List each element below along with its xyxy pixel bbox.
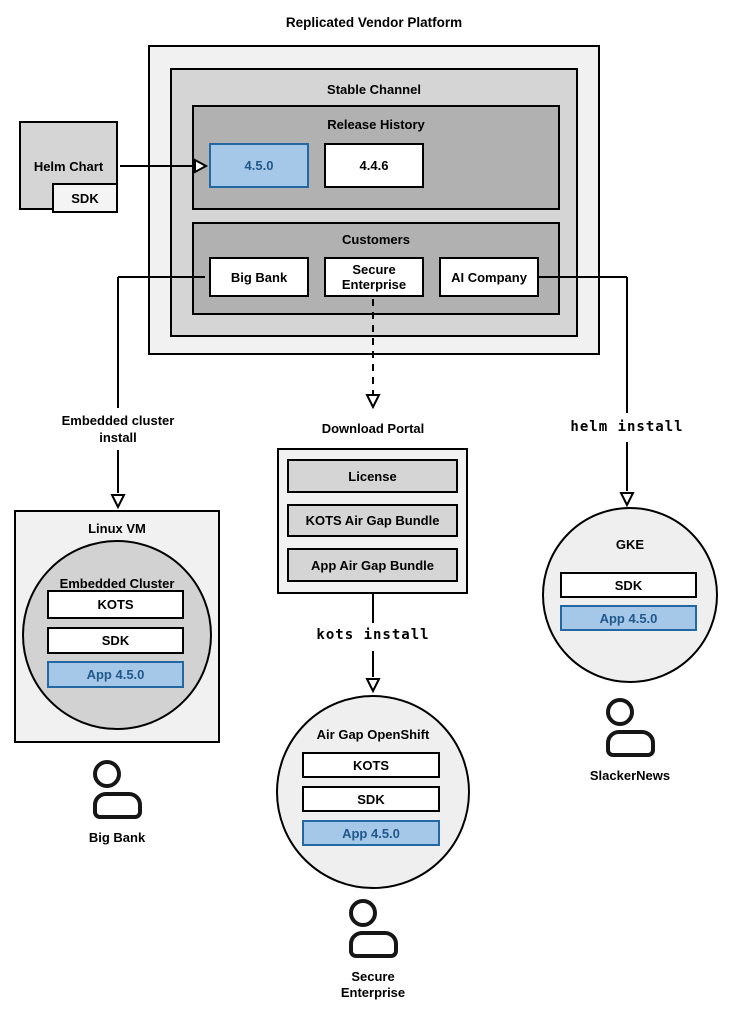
sdk-label: SDK (614, 577, 643, 593)
app-chip: App 4.5.0 (560, 605, 697, 631)
license-label: License (348, 468, 397, 484)
person-label: Big Bank (88, 830, 146, 845)
sdk-chip: SDK (47, 627, 184, 654)
release-version: 4.4.6 (359, 158, 389, 173)
helm-chart-box: Helm Chart SDK (19, 121, 118, 213)
embedded-cluster-circle: Embedded Cluster KOTS SDK App 4.5.0 (22, 540, 212, 730)
download-portal-label: Download Portal (321, 421, 425, 436)
kots-airgap-bundle-chip: KOTS Air Gap Bundle (287, 504, 458, 537)
person-head-icon (605, 698, 634, 726)
vendor-platform-box: Stable Channel Release History 4.5.0 4.4… (148, 45, 600, 355)
air-gap-openshift-circle: Air Gap OpenShift KOTS SDK App 4.5.0 (276, 695, 470, 889)
stable-channel-box: Stable Channel Release History 4.5.0 4.4… (170, 68, 578, 337)
customer-chip-big-bank: Big Bank (209, 257, 309, 297)
gke-label: GKE (615, 537, 645, 552)
linux-vm-box: Linux VM Embedded Cluster KOTS SDK App 4… (14, 510, 220, 743)
person-icon (348, 899, 398, 958)
person-label: Secure Enterprise (340, 969, 406, 1000)
stable-channel-label: Stable Channel (327, 82, 421, 97)
helm-chart-label: Helm Chart (33, 159, 104, 174)
edge-label-kots-install: kots install (316, 627, 430, 643)
license-chip: License (287, 459, 458, 493)
release-history-box: Release History 4.5.0 4.4.6 (192, 105, 560, 210)
release-version: 4.5.0 (244, 158, 274, 173)
air-gap-openshift-label: Air Gap OpenShift (316, 727, 430, 742)
person-head-icon (348, 899, 377, 927)
sdk-chip: SDK (560, 572, 697, 598)
person-icon (92, 760, 142, 819)
kots-airgap-bundle-label: KOTS Air Gap Bundle (305, 513, 440, 528)
release-history-label: Release History (327, 117, 425, 132)
app-airgap-bundle-chip: App Air Gap Bundle (287, 548, 458, 582)
app-chip: App 4.5.0 (302, 820, 440, 846)
person-slackernews: SlackerNews (560, 698, 700, 784)
app-label: App 4.5.0 (599, 610, 658, 626)
release-chip-4-5-0: 4.5.0 (209, 143, 309, 188)
linux-vm-label: Linux VM (88, 521, 146, 536)
edge-label-embedded-cluster-install: Embedded cluster install (61, 413, 175, 445)
kots-label: KOTS (97, 597, 134, 612)
kots-chip: KOTS (302, 752, 440, 778)
embedded-cluster-label: Embedded Cluster (59, 576, 175, 591)
gke-circle: GKE SDK App 4.5.0 (542, 507, 718, 683)
customers-box: Customers Big Bank Secure Enterprise AI … (192, 222, 560, 315)
download-portal-box: License KOTS Air Gap Bundle App Air Gap … (277, 448, 468, 594)
customer-name: AI Company (451, 269, 527, 285)
app-label: App 4.5.0 (86, 667, 145, 682)
release-chip-4-4-6: 4.4.6 (324, 143, 424, 188)
diagram-title: Replicated Vendor Platform (285, 15, 463, 30)
arrowhead-down-icon (365, 394, 381, 410)
customers-label: Customers (342, 232, 410, 247)
arrowhead-down-icon (619, 492, 635, 508)
arrowhead-down-icon (365, 678, 381, 694)
person-secure-enterprise: Secure Enterprise (303, 899, 443, 1001)
app-airgap-bundle-label: App Air Gap Bundle (310, 557, 435, 573)
person-body-icon (605, 730, 655, 757)
person-body-icon (92, 792, 142, 819)
sdk-label: SDK (101, 633, 130, 648)
customer-name: Secure Enterprise (341, 262, 407, 292)
person-icon (605, 698, 655, 757)
sdk-label: SDK (357, 791, 385, 807)
person-label: SlackerNews (589, 768, 671, 783)
customer-chip-ai-company: AI Company (439, 257, 539, 297)
sdk-label: SDK (71, 190, 99, 206)
person-body-icon (348, 931, 398, 958)
sdk-chip: SDK (302, 786, 440, 812)
arrowhead-down-icon (110, 494, 126, 510)
person-big-bank: Big Bank (47, 760, 187, 846)
app-chip: App 4.5.0 (47, 661, 184, 688)
customer-chip-secure-enterprise: Secure Enterprise (324, 257, 424, 297)
helm-sdk-chip: SDK (52, 183, 118, 213)
kots-label: KOTS (352, 757, 390, 773)
person-head-icon (92, 760, 121, 788)
customer-name: Big Bank (230, 269, 288, 285)
edge-label-helm-install: helm install (570, 419, 684, 435)
kots-chip: KOTS (47, 590, 184, 619)
app-label: App 4.5.0 (342, 825, 400, 841)
